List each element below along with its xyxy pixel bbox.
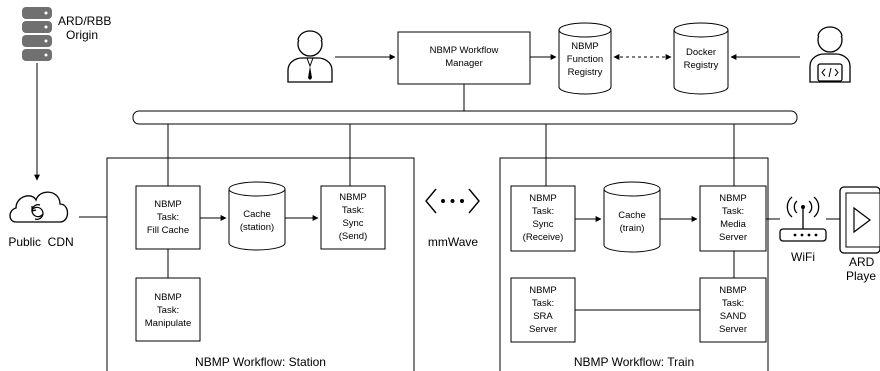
dr-line2: Registry — [683, 60, 719, 71]
sand-server-task-box — [699, 277, 767, 343]
sand-server-label: NBMP Task: SAND Server — [700, 284, 766, 336]
sand-line1: NBMP — [719, 285, 747, 296]
mp-line1: NBMP — [154, 292, 182, 303]
sc-line1: Cache — [243, 209, 271, 220]
train-cache-cylinder — [603, 181, 661, 253]
fr-line2: Function — [566, 54, 604, 65]
sand-line3: SAND — [719, 311, 747, 322]
fill-cache-task-box — [135, 185, 201, 250]
player-tablet-icon — [839, 186, 880, 254]
fc-line1: NBMP — [154, 199, 182, 210]
sync-send-label: NBMP Task: Sync (Send) — [321, 191, 385, 243]
sync-receive-task-box — [510, 185, 576, 252]
station-title: NBMP Workflow: Station — [195, 355, 326, 369]
control-bus — [132, 110, 798, 125]
docker-registry-label: Docker Registry — [674, 46, 728, 72]
ms-line3: Media — [720, 219, 746, 230]
sr-line3: Sync — [532, 219, 554, 230]
ss-line4: (Send) — [338, 231, 368, 242]
train-cache-label: Cache (train) — [604, 209, 660, 235]
player-line1: ARD — [849, 255, 875, 269]
sra-line3: SRA — [533, 311, 553, 322]
fr-line1: NBMP — [571, 41, 599, 52]
ss-line3: Sync — [342, 218, 364, 229]
ms-line1: NBMP — [719, 193, 747, 204]
ms-line2: Task: — [721, 206, 745, 217]
station-cache-label: Cache (station) — [229, 208, 285, 234]
sra-server-label: NBMP Task: SRA Server — [511, 284, 575, 336]
wm-line1: NBMP Workflow — [429, 45, 499, 56]
mp-line2: Task: — [156, 305, 180, 316]
train-title: NBMP Workflow: Train — [573, 355, 695, 369]
sand-line2: Task: — [721, 298, 745, 309]
mmwave-label: mmWave — [427, 235, 479, 249]
sr-line2: Task: — [531, 206, 555, 217]
player-label: ARD Playe — [846, 255, 876, 283]
sr-line4: (Receive) — [522, 232, 564, 243]
sand-line4: Server — [719, 324, 747, 335]
wifi-label: WiFi — [791, 250, 815, 264]
fr-line3: Registry — [567, 67, 603, 78]
tc-line1: Cache — [618, 210, 646, 221]
ss-line1: NBMP — [339, 192, 367, 203]
origin-line1: ARD/RBB — [58, 14, 112, 28]
tc-line2: (train) — [619, 223, 645, 234]
developer-icon — [809, 26, 851, 83]
docker-registry-cylinder — [673, 22, 729, 95]
workflow-manager-label: NBMP Workflow Manager — [398, 44, 530, 70]
media-server-label: NBMP Task: Media Server — [700, 192, 766, 244]
origin-label: ARD/RBB Origin — [58, 14, 111, 42]
manipulate-task-box — [135, 277, 201, 342]
origin-line2: Origin — [66, 28, 99, 42]
wireless-link-icon — [425, 188, 480, 214]
sra-line1: NBMP — [529, 285, 557, 296]
function-registry-label: NBMP Function Registry — [559, 40, 611, 79]
dr-line1: Docker — [685, 47, 717, 58]
sr-line1: NBMP — [529, 193, 557, 204]
fc-line3: Fill Cache — [146, 225, 190, 236]
database-icon — [22, 7, 52, 61]
sra-line4: Server — [529, 324, 557, 335]
manipulate-label: NBMP Task: Manipulate — [136, 291, 200, 330]
player-line2: Playe — [846, 269, 877, 283]
sync-send-task-box — [320, 185, 386, 250]
sync-receive-label: NBMP Task: Sync (Receive) — [511, 192, 575, 244]
wm-line2: Manager — [445, 58, 483, 69]
sra-server-task-box — [510, 277, 576, 343]
cdn-label: Public CDN — [8, 235, 74, 249]
fill-cache-label: NBMP Task: Fill Cache — [136, 198, 200, 237]
fc-line2: Task: — [156, 212, 180, 223]
wifi-router-icon — [779, 196, 827, 242]
cloud-icon — [9, 191, 69, 223]
ss-line2: Task: — [341, 205, 365, 216]
sc-line2: (station) — [239, 222, 275, 233]
function-registry-cylinder — [558, 22, 612, 95]
media-server-task-box — [699, 185, 767, 252]
sra-line2: Task: — [531, 298, 555, 309]
user-manager-icon — [287, 30, 333, 83]
mp-line3: Manipulate — [144, 318, 192, 329]
ms-line4: Server — [719, 232, 747, 243]
station-cache-cylinder — [228, 181, 286, 251]
